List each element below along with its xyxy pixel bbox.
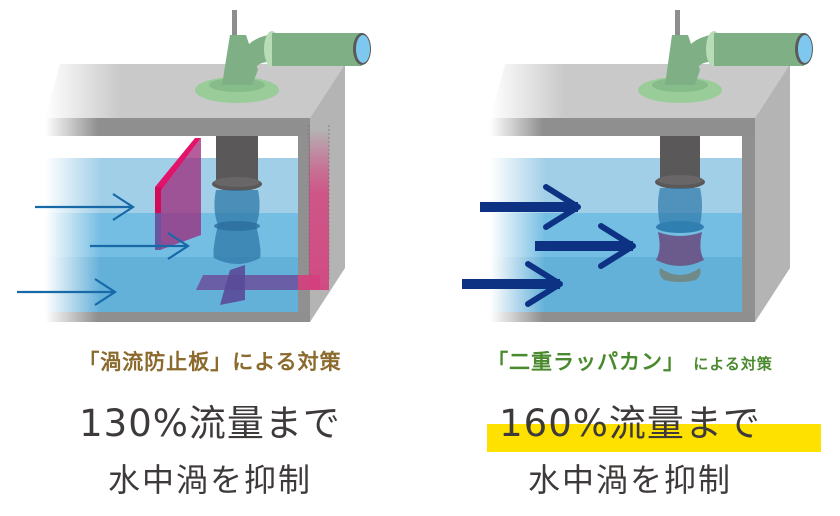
flow-arrows-bold [462, 184, 636, 307]
anti-vortex-plate-illustration [17, 10, 371, 322]
right-heading: 「二重ラッパカン」 による対策 [420, 346, 840, 376]
pit-ceiling-front [45, 118, 310, 136]
discharge-pipe [272, 33, 362, 66]
discharge-pipe [714, 33, 804, 66]
bottom-baffle [196, 275, 298, 290]
right-panel-double-wrapper-can: 「二重ラッパカン」 による対策 160%流量まで 水中渦を抑制 [420, 0, 840, 516]
baffle-side-strip [309, 130, 329, 290]
flow-arrows-thin [17, 193, 191, 306]
right-heading-small: による対策 [693, 355, 773, 373]
pit-side-wall [755, 64, 790, 322]
right-heading-main: 「二重ラッパカン」 [487, 350, 686, 374]
anti-vortex-plate [155, 138, 201, 192]
right-result: 160%流量まで [499, 402, 761, 445]
left-heading-main: 「渦流防止板」による対策 [78, 350, 342, 374]
result-highlight-bar [487, 424, 821, 452]
pump-column [216, 136, 258, 184]
left-sub: 水中渦を抑制 [107, 461, 312, 499]
pit-top-surface [45, 64, 345, 118]
left-result: 130%流量まで [79, 402, 341, 445]
left-panel-anti-vortex-plate: 「渦流防止板」による対策 130%流量まで 水中渦を抑制 [0, 10, 420, 499]
pump-body [658, 188, 702, 225]
double-wrapper-can-illustration [462, 10, 813, 322]
left-heading: 「渦流防止板」による対策 [0, 346, 420, 376]
pump-column [660, 136, 700, 180]
double-wrapper-can [656, 232, 704, 266]
right-sub: 水中渦を抑制 [527, 461, 732, 499]
pit-ceiling-front [490, 118, 755, 136]
